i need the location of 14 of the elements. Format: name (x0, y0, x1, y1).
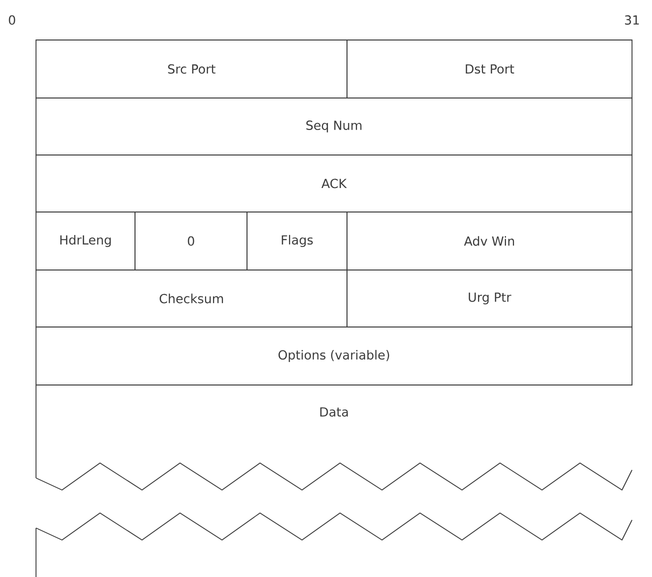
header-field: Seq Num (36, 98, 632, 156)
header-field: Options (variable) (36, 326, 632, 386)
header-field: HdrLeng (36, 212, 136, 270)
bit-number: 0 (8, 15, 16, 25)
header-field: Checksum (36, 270, 348, 328)
header-field: Src Port (36, 40, 348, 98)
header-field: Urg Ptr (346, 270, 632, 328)
header-field: Adv Win (346, 212, 632, 270)
header-field: ACK (36, 154, 632, 212)
bit-number: 31 (625, 15, 639, 25)
header-field: 0 (134, 212, 248, 270)
data-field: Data (36, 384, 632, 490)
header-field: Flags (246, 212, 348, 270)
header-field: Dst Port (346, 40, 632, 98)
